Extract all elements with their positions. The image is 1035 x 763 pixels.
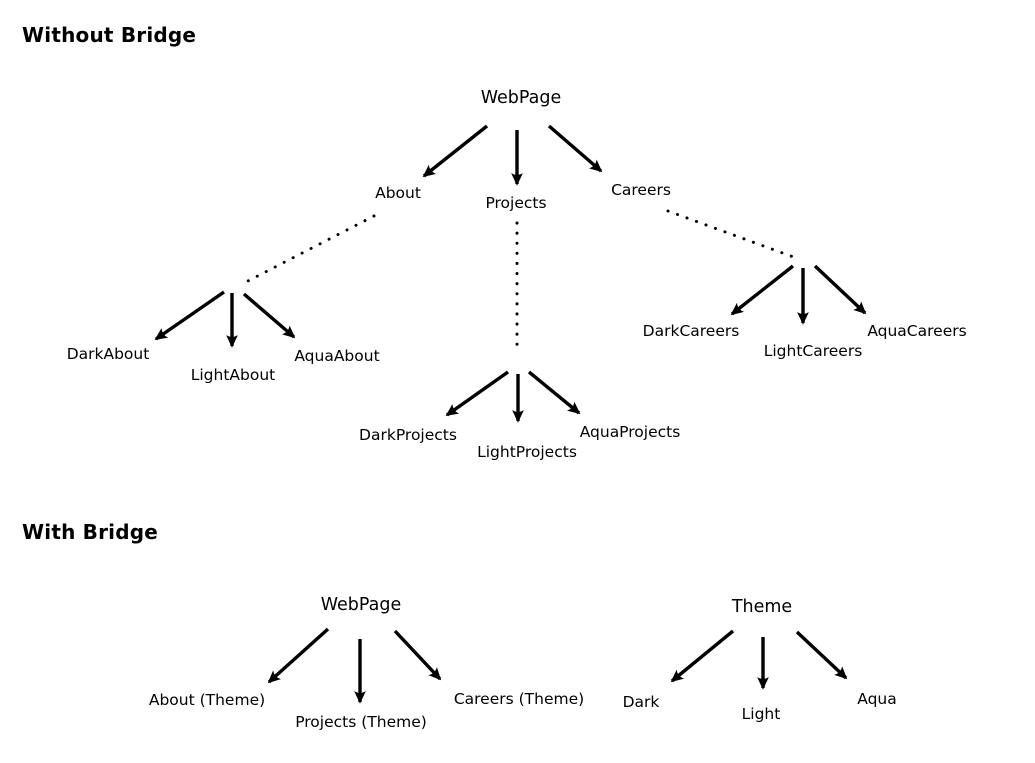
- edge-careers-to-darkcareers: [730, 264, 795, 316]
- node-about: About: [375, 184, 421, 202]
- node-light-careers: LightCareers: [763, 342, 863, 360]
- edge-about-to-darkabout: [154, 290, 225, 341]
- edge-webpage-to-about: [422, 124, 489, 178]
- node-dark-careers: DarkCareers: [642, 322, 740, 340]
- node-webpage-bridge: WebPage: [320, 595, 402, 615]
- node-webpage: WebPage: [480, 88, 562, 108]
- edge-theme-to-dark: [670, 629, 735, 683]
- node-aqua-projects: AquaProjects: [579, 423, 681, 441]
- dotted-edge-about-to-variants: [244, 214, 376, 284]
- node-about-theme: About (Theme): [148, 691, 266, 709]
- section-title-with-bridge: With Bridge: [22, 520, 159, 544]
- node-aqua-about: AquaAbout: [294, 347, 380, 365]
- node-light: Light: [741, 705, 781, 723]
- edge-webpage2-to-about-theme: [267, 627, 330, 684]
- edge-webpage-to-careers: [547, 124, 603, 173]
- edge-webpage2-to-careers-theme: [393, 629, 442, 681]
- node-dark-projects: DarkProjects: [359, 426, 457, 444]
- edge-projects-to-aquaprojects: [527, 370, 581, 415]
- node-aqua: Aqua: [857, 690, 897, 708]
- dotted-edge-careers-to-variants: [666, 209, 801, 261]
- edge-careers-to-aquacareers: [813, 264, 867, 315]
- node-dark-about: DarkAbout: [66, 345, 150, 363]
- node-projects: Projects: [485, 194, 547, 212]
- node-aqua-careers: AquaCareers: [867, 322, 967, 340]
- node-projects-theme: Projects (Theme): [295, 713, 427, 731]
- section-title-without-bridge: Without Bridge: [22, 23, 197, 47]
- node-theme: Theme: [731, 597, 793, 617]
- node-careers-theme: Careers (Theme): [453, 690, 585, 708]
- edge-projects-to-darkprojects: [445, 370, 509, 417]
- node-dark: Dark: [622, 693, 660, 711]
- edge-theme-to-aqua: [795, 630, 848, 680]
- edge-about-to-aquaabout: [242, 292, 296, 339]
- node-careers: Careers: [611, 181, 671, 199]
- node-light-projects: LightProjects: [477, 443, 577, 461]
- node-light-about: LightAbout: [190, 366, 276, 384]
